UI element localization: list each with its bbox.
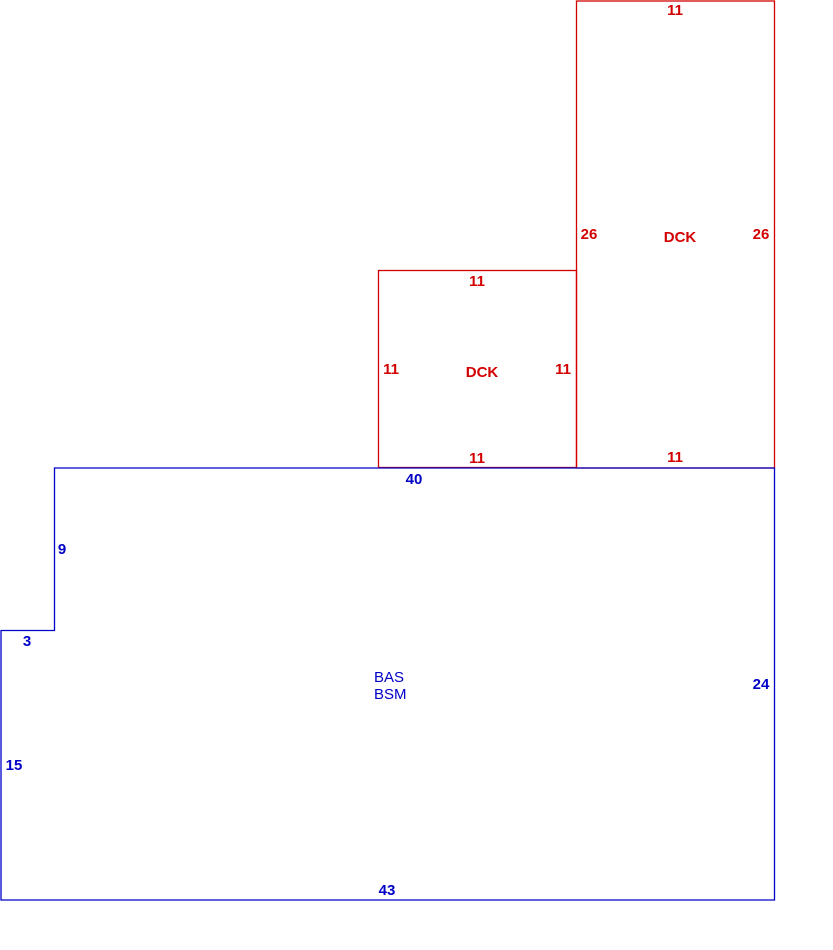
base-right-dimension: 24 xyxy=(753,676,770,693)
deck-lower-right-dimension: 11 xyxy=(555,361,571,378)
base-top-dimension: 40 xyxy=(406,471,423,488)
base-code-bas: BAS xyxy=(374,669,404,686)
base-step-top-dimension: 3 xyxy=(23,633,31,650)
base-outline xyxy=(0,467,776,901)
base-area: 40 9 3 15 43 24 BAS BSM xyxy=(0,467,776,901)
deck-upper-right-dimension: 26 xyxy=(753,226,770,243)
deck-lower-left-dimension: 11 xyxy=(383,361,399,378)
base-left-dimension: 15 xyxy=(6,757,23,774)
base-code-bsm: BSM xyxy=(374,686,407,703)
deck-lower-top-dimension: 11 xyxy=(469,273,485,290)
deck-lower-area: 11 11 11 11 DCK xyxy=(377,269,578,469)
deck-lower-code: DCK xyxy=(466,364,499,381)
base-bottom-dimension: 43 xyxy=(379,882,396,899)
deck-upper-area: 11 26 26 11 DCK xyxy=(575,0,776,469)
deck-upper-left-dimension: 26 xyxy=(581,226,598,243)
deck-upper-bottom-dimension: 11 xyxy=(667,449,683,466)
base-step-left-dimension: 9 xyxy=(58,541,66,558)
deck-upper-top-dimension: 11 xyxy=(667,2,683,19)
deck-lower-bottom-dimension: 11 xyxy=(469,450,485,467)
deck-upper-code: DCK xyxy=(664,229,697,246)
